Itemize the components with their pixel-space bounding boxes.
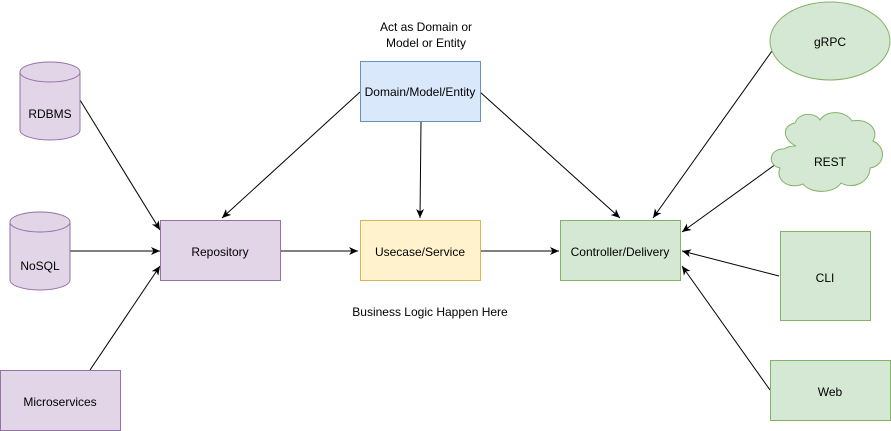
node-label-usecase: Usecase/Service: [375, 245, 465, 259]
edges: [70, 50, 784, 391]
node-grpc[interactable]: gRPC: [769, 1, 891, 81]
domain-note-line2: Model or Entity: [386, 36, 466, 50]
node-rest[interactable]: REST: [770, 112, 883, 192]
node-label-microservices: Microservices: [23, 395, 96, 409]
node-repository[interactable]: Repository: [160, 220, 281, 281]
node-label-domain: Domain/Model/Entity: [365, 85, 476, 99]
node-web[interactable]: Web: [770, 360, 891, 421]
web-box: [770, 360, 891, 421]
node-label-rdbms: RDBMS: [28, 107, 71, 121]
node-label-cli: CLI: [816, 271, 835, 285]
rest-cloud-shape: [770, 112, 883, 192]
controller-box: [560, 220, 681, 281]
cli-box: [780, 231, 871, 321]
edge-grpc-controller: [652, 50, 773, 219]
nosql-cylinder-shape: [9, 211, 71, 291]
node-domain[interactable]: Domain/Model/Entity: [360, 61, 481, 122]
node-cli[interactable]: CLI: [780, 231, 871, 321]
rdbms-cylinder-shape: [19, 61, 81, 141]
usecase-box: [360, 220, 481, 281]
edge-web-controller: [681, 265, 771, 391]
edge-domain-controller: [479, 91, 621, 219]
node-microservices[interactable]: Microservices: [0, 370, 121, 431]
node-usecase[interactable]: Usecase/Service: [360, 220, 481, 281]
edge-rest-controller: [681, 158, 784, 233]
node-label-grpc: gRPC: [814, 35, 846, 49]
node-label-nosql: NoSQL: [20, 259, 60, 273]
business-logic-note: Business Logic Happen Here: [352, 305, 508, 319]
domain-box: [360, 61, 481, 122]
edge-microservices-repository: [89, 265, 161, 371]
repository-box: [160, 220, 281, 281]
edge-domain-usecase: [416, 121, 425, 219]
node-label-controller: Controller/Delivery: [571, 245, 670, 259]
node-rdbms[interactable]: RDBMS: [19, 61, 81, 141]
nosql-cylinder-rim: [9, 221, 71, 233]
node-label-rest: REST: [814, 155, 847, 169]
domain-note-line1: Act as Domain or: [380, 20, 472, 34]
grpc-ellipse: [769, 1, 891, 81]
edge-rdbms-repository: [79, 99, 161, 231]
node-label-web: Web: [818, 385, 843, 399]
edge-cli-controller: [681, 249, 780, 277]
node-label-repository: Repository: [191, 245, 248, 259]
microservices-box: [0, 370, 121, 431]
node-nosql[interactable]: NoSQL: [9, 211, 71, 291]
node-controller[interactable]: Controller/Delivery: [560, 220, 681, 281]
rdbms-cylinder-rim: [19, 71, 81, 83]
edge-domain-repository: [221, 91, 361, 219]
